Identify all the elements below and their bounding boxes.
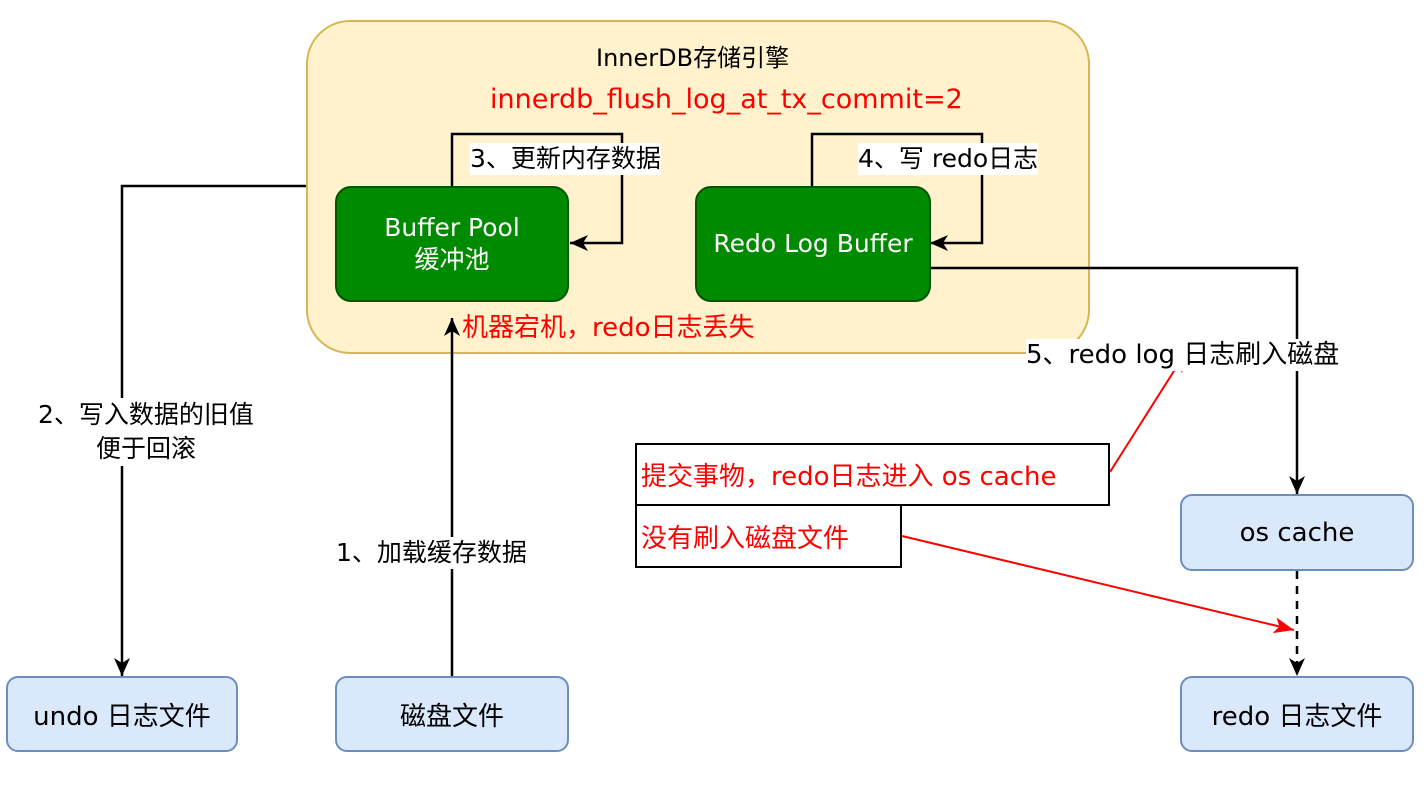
- buffer-pool-cn-label: 缓冲池: [414, 245, 490, 274]
- arrow-write-redo: [810, 132, 984, 251]
- redo-log-file-box: redo 日志文件: [1180, 676, 1414, 752]
- crash-note: 机器宕机，redo日志丢失: [462, 312, 755, 344]
- commit-note: 提交事物，redo日志进入 os cache: [641, 462, 1057, 492]
- os-cache-box: os cache: [1180, 494, 1414, 571]
- buffer-pool-label: Buffer Pool: [384, 213, 520, 242]
- commit-note-box: 提交事物，redo日志进入 os cache: [635, 443, 1110, 506]
- disk-file-label: 磁盘文件: [399, 701, 504, 732]
- engine-title: InnerDB存储引擎: [596, 44, 790, 72]
- undo-log-file-label: undo 日志文件: [33, 701, 211, 732]
- not-flushed-note-box: 没有刷入磁盘文件: [635, 504, 902, 568]
- undo-log-file-box: undo 日志文件: [6, 676, 238, 752]
- buffer-pool-box: Buffer Pool 缓冲池: [335, 186, 569, 302]
- disk-file-box: 磁盘文件: [335, 676, 569, 752]
- step1-label: 1、加载缓存数据: [336, 537, 527, 569]
- step2-line2: 便于回滚: [95, 434, 196, 463]
- redo-log-buffer-label: Redo Log Buffer: [713, 229, 913, 258]
- step3-label: 3、更新内存数据: [470, 143, 661, 175]
- step5-label: 5、redo log 日志刷入磁盘: [1026, 339, 1340, 371]
- step4-label: 4、写 redo日志: [858, 143, 1039, 175]
- arrow-flush-redo: [930, 266, 1305, 494]
- arrow-update-memory: [450, 132, 624, 251]
- red-arrow-not-flushed: [901, 535, 1295, 634]
- not-flushed-note: 没有刷入磁盘文件: [641, 523, 850, 554]
- step2-label: 2、写入数据的旧值 便于回滚: [38, 398, 254, 466]
- redo-log-file-label: redo 日志文件: [1211, 701, 1383, 732]
- redo-log-buffer-box: Redo Log Buffer: [695, 186, 931, 302]
- engine-config: innerdb_flush_log_at_tx_commit=2: [490, 84, 963, 115]
- os-cache-label: os cache: [1239, 517, 1355, 548]
- arrow-write-undo: [114, 184, 306, 676]
- red-arrow-commit: [1109, 351, 1187, 473]
- step2-line1: 2、写入数据的旧值: [38, 400, 254, 429]
